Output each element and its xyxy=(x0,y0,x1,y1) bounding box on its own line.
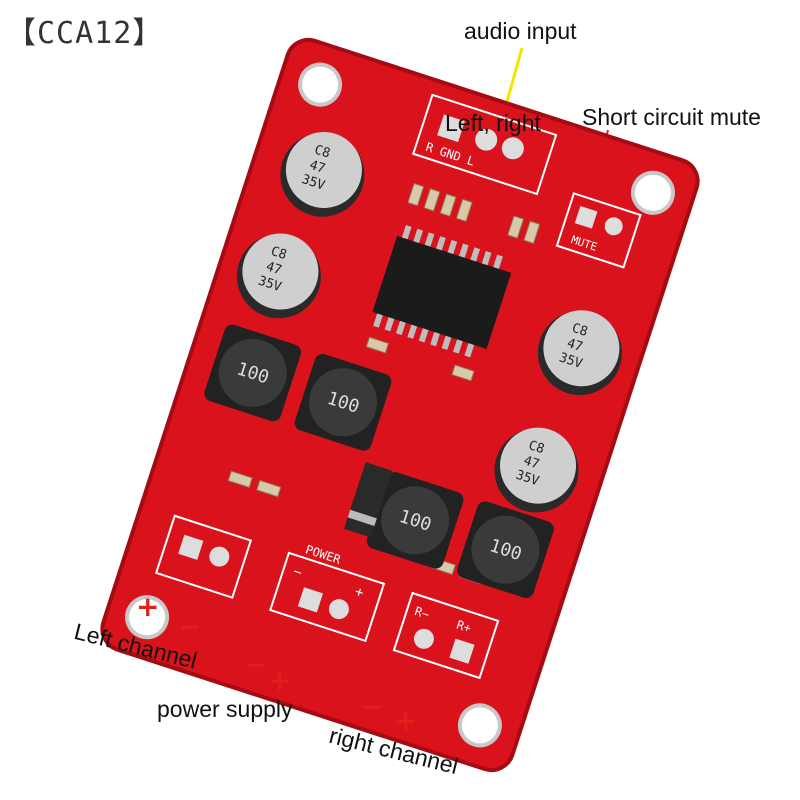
short-circuit-mute-label: Short circuit mute xyxy=(582,104,761,130)
right-channel-minus: − xyxy=(360,690,384,723)
cap2-line2: 47 xyxy=(264,259,284,278)
cap3-line3: 35V xyxy=(557,350,584,372)
inductor-2: 100 xyxy=(294,353,392,451)
mount-hole-bottom-left xyxy=(125,595,170,640)
capacitor-4: C8 47 35V xyxy=(494,427,579,513)
input-pad-l xyxy=(501,137,524,160)
cap1-line2: 47 xyxy=(307,158,327,177)
input-header-outline xyxy=(412,93,558,196)
power-outline xyxy=(269,551,386,643)
cap3-line2: 47 xyxy=(565,336,585,355)
left-output-outline xyxy=(154,514,253,599)
r-plus-silk: R+ xyxy=(455,618,473,636)
power-supply-label: power supply xyxy=(157,696,293,722)
cap4-line3: 35V xyxy=(514,468,541,490)
left-channel-plus: + xyxy=(136,590,160,623)
cap3-line1: C8 xyxy=(570,321,590,340)
power-minus-sign: − xyxy=(244,648,268,681)
cap2-line3: 35V xyxy=(256,274,283,296)
audio-input-label: audio input xyxy=(464,18,577,44)
mount-hole-bottom-right xyxy=(457,703,502,748)
watermark-logo: 【CCA12】 xyxy=(6,16,164,51)
cap4-line1: C8 xyxy=(527,438,547,457)
left-output-pad-1 xyxy=(178,534,204,560)
cap1-line3: 35V xyxy=(300,172,327,194)
right-output-pad-2 xyxy=(449,638,475,664)
cap4-line2: 47 xyxy=(522,453,542,472)
cap1-line1: C8 xyxy=(312,143,332,162)
capacitor-2: C8 47 35V xyxy=(236,233,321,319)
mute-pad-1 xyxy=(574,205,598,229)
input-pad-r xyxy=(437,114,465,143)
capacitor-1: C8 47 35V xyxy=(280,131,365,217)
power-pad-1 xyxy=(297,587,324,613)
mount-hole-top-left xyxy=(298,62,343,107)
r-minus-silk: R− xyxy=(413,604,431,622)
left-right-label: Left, right xyxy=(445,110,541,136)
capacitor-3: C8 47 35V xyxy=(537,310,622,396)
power-pad-2 xyxy=(328,599,349,620)
left-output-pad-2 xyxy=(209,546,230,567)
pcb-board xyxy=(100,37,700,773)
power-plus-sign: + xyxy=(268,664,292,697)
mute-header-outline xyxy=(555,192,642,269)
right-output-outline xyxy=(392,591,500,680)
input-pad-gnd xyxy=(475,128,498,151)
inductor-4: 100 xyxy=(457,501,554,598)
right-output-pad-1 xyxy=(413,628,434,649)
cap2-line1: C8 xyxy=(269,244,289,263)
inductor-3: 100 xyxy=(366,471,464,569)
mount-hole-top-right xyxy=(630,170,675,215)
mute-pad-2 xyxy=(604,217,623,236)
inductor-1: 100 xyxy=(204,324,302,422)
amplifier-chip xyxy=(372,235,512,350)
left-channel-minus: − xyxy=(178,610,202,643)
right-channel-plus: + xyxy=(394,704,418,737)
